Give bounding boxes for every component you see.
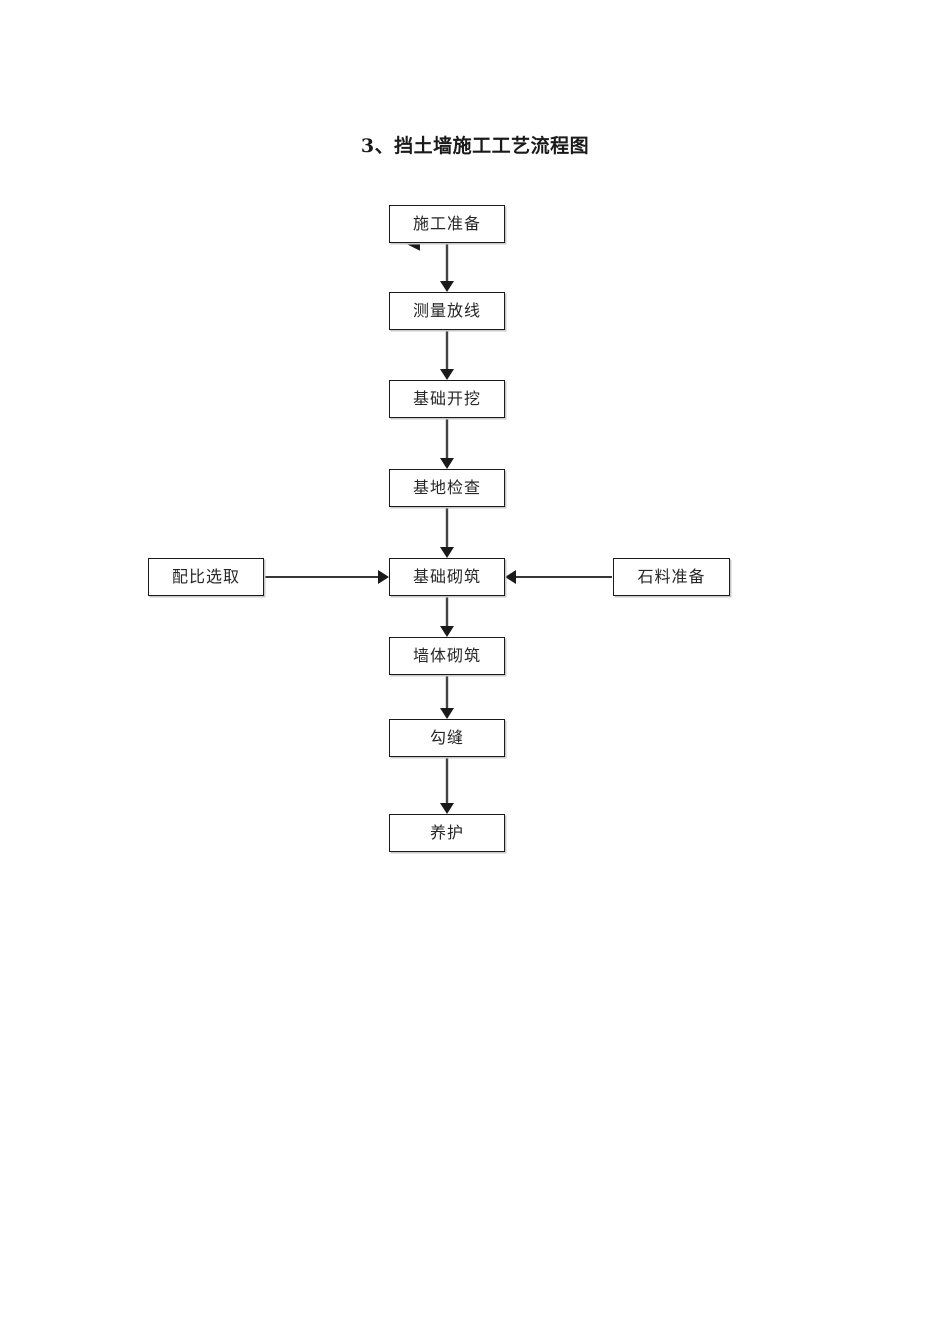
flow-node-label: 养护: [429, 823, 464, 842]
flow-node-label: 基础砌筑: [412, 567, 481, 586]
flow-node-label: 石料准备: [637, 567, 706, 586]
flow-node-label: 勾缝: [429, 728, 464, 747]
arrowhead-right: [378, 570, 389, 584]
arrowhead-down-2: [440, 369, 454, 380]
arrowhead-down-7: [440, 803, 454, 814]
arrowhead-left: [505, 570, 516, 584]
flow-node-construction-preparation[interactable]: 施工准备: [389, 205, 505, 243]
flow-node-label: 配比选取: [171, 567, 240, 586]
flow-node-stone-preparation[interactable]: 石料准备: [613, 558, 730, 596]
flow-node-label: 墙体砌筑: [412, 646, 481, 665]
flow-node-base-inspection[interactable]: 基地检查: [389, 469, 505, 507]
flow-node-survey-layout[interactable]: 测量放线: [389, 292, 505, 330]
flow-node-foundation-masonry[interactable]: 基础砌筑: [389, 558, 505, 596]
flow-node-mix-ratio-selection[interactable]: 配比选取: [148, 558, 264, 596]
flow-node-foundation-excavation[interactable]: 基础开挖: [389, 380, 505, 418]
flow-node-label: 测量放线: [412, 301, 481, 320]
page-title: 3、挡土墙施工工艺流程图: [0, 131, 950, 158]
arrowhead-down-6: [440, 708, 454, 719]
arrowhead-down-4: [440, 547, 454, 558]
arrowhead-down-1: [440, 281, 454, 292]
flow-node-pointing[interactable]: 勾缝: [389, 719, 505, 757]
arrowhead-down-5: [440, 626, 454, 637]
page-title-index: 3、: [360, 135, 395, 157]
flow-node-wall-masonry[interactable]: 墙体砌筑: [389, 637, 505, 675]
flow-node-label: 基础开挖: [412, 389, 481, 408]
arrowhead-down-3: [440, 458, 454, 469]
flow-node-label: 基地检查: [412, 478, 481, 497]
flow-node-curing[interactable]: 养护: [389, 814, 505, 852]
page-title-text: 挡土墙施工工艺流程图: [394, 135, 590, 157]
flow-node-label: 施工准备: [412, 214, 481, 233]
